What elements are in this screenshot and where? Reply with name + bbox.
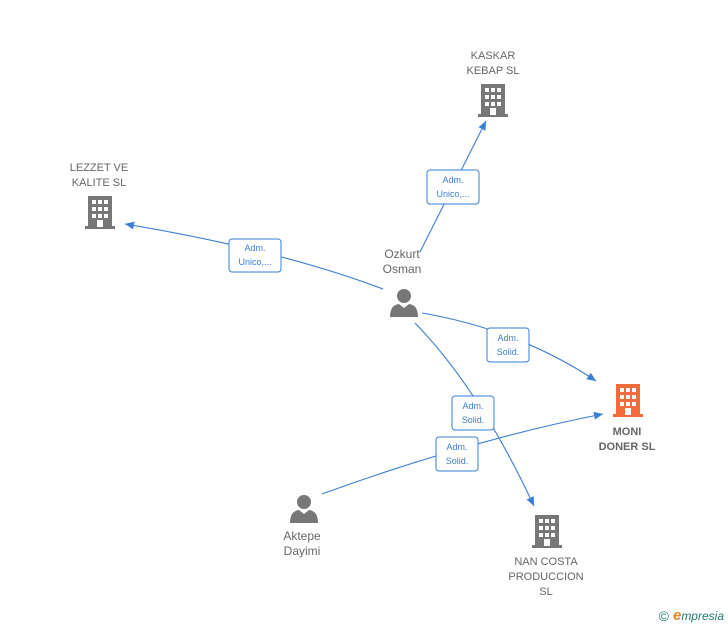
building-icon [613, 384, 643, 417]
edge-label-ozkurt-lezzet[interactable]: Adm. Unico,... [228, 238, 282, 273]
building-icon [478, 84, 508, 117]
building-icon [532, 515, 562, 548]
node-aktepe-dayimi[interactable]: Aktepe Dayimi [283, 495, 321, 558]
node-label-line: SL [539, 586, 552, 598]
node-label-line: Dayimi [284, 544, 321, 558]
node-label-line: KASKAR [471, 50, 516, 62]
node-label-line: Aktepe [283, 529, 321, 543]
node-kaskar-kebap[interactable]: KASKAR KEBAP SL [467, 50, 520, 117]
edge-label-aktepe-moni[interactable]: Adm. Solid. [435, 436, 479, 472]
edge-label-line: Solid. [462, 415, 485, 425]
node-label-line: PRODUCCION [508, 571, 583, 583]
brand-watermark: © empresia [659, 607, 724, 624]
edge-label-ozkurt-kaskar[interactable]: Adm. Unico,... [426, 169, 480, 205]
edge-label-line: Solid. [497, 347, 520, 357]
node-label-line: Osman [383, 262, 422, 276]
node-label-line: DONER SL [599, 441, 656, 453]
edge-label-line: Adm. [497, 333, 518, 343]
node-label-line: NAN COSTA [514, 556, 578, 568]
edge-label-ozkurt-nancosta[interactable]: Adm. Solid. [451, 395, 495, 431]
person-icon [290, 495, 318, 523]
edges [124, 120, 604, 507]
edge-label-line: Adm. [244, 243, 265, 253]
node-nan-costa-produccion[interactable]: NAN COSTA PRODUCCION SL [508, 515, 584, 598]
brand-logo: empresia [672, 607, 724, 624]
building-icon [85, 196, 115, 229]
edge-label-ozkurt-moni[interactable]: Adm. Solid. [486, 327, 530, 363]
edge-label-line: Solid. [446, 456, 469, 466]
node-label-line: Ozkurt [384, 247, 420, 261]
node-label-line: LEZZET VE [70, 162, 128, 174]
edge-label-line: Unico,... [436, 189, 469, 199]
node-ozkurt-osman[interactable]: Ozkurt Osman [383, 247, 422, 317]
edge-label-line: Adm. [446, 442, 467, 452]
node-label-line: KEBAP SL [467, 65, 520, 77]
node-label-line: MONI [613, 426, 642, 438]
edge-label-line: Adm. [462, 401, 483, 411]
copyright-icon: © [658, 607, 669, 624]
person-icon [390, 289, 418, 317]
node-moni-doner[interactable]: MONI DONER SL [599, 384, 656, 453]
node-lezzet-ve-kalite[interactable]: LEZZET VE KALITE SL [70, 162, 128, 229]
node-label-line: KALITE SL [72, 177, 126, 189]
edge-label-line: Unico,... [238, 257, 271, 267]
edge-label-line: Adm. [442, 175, 463, 185]
